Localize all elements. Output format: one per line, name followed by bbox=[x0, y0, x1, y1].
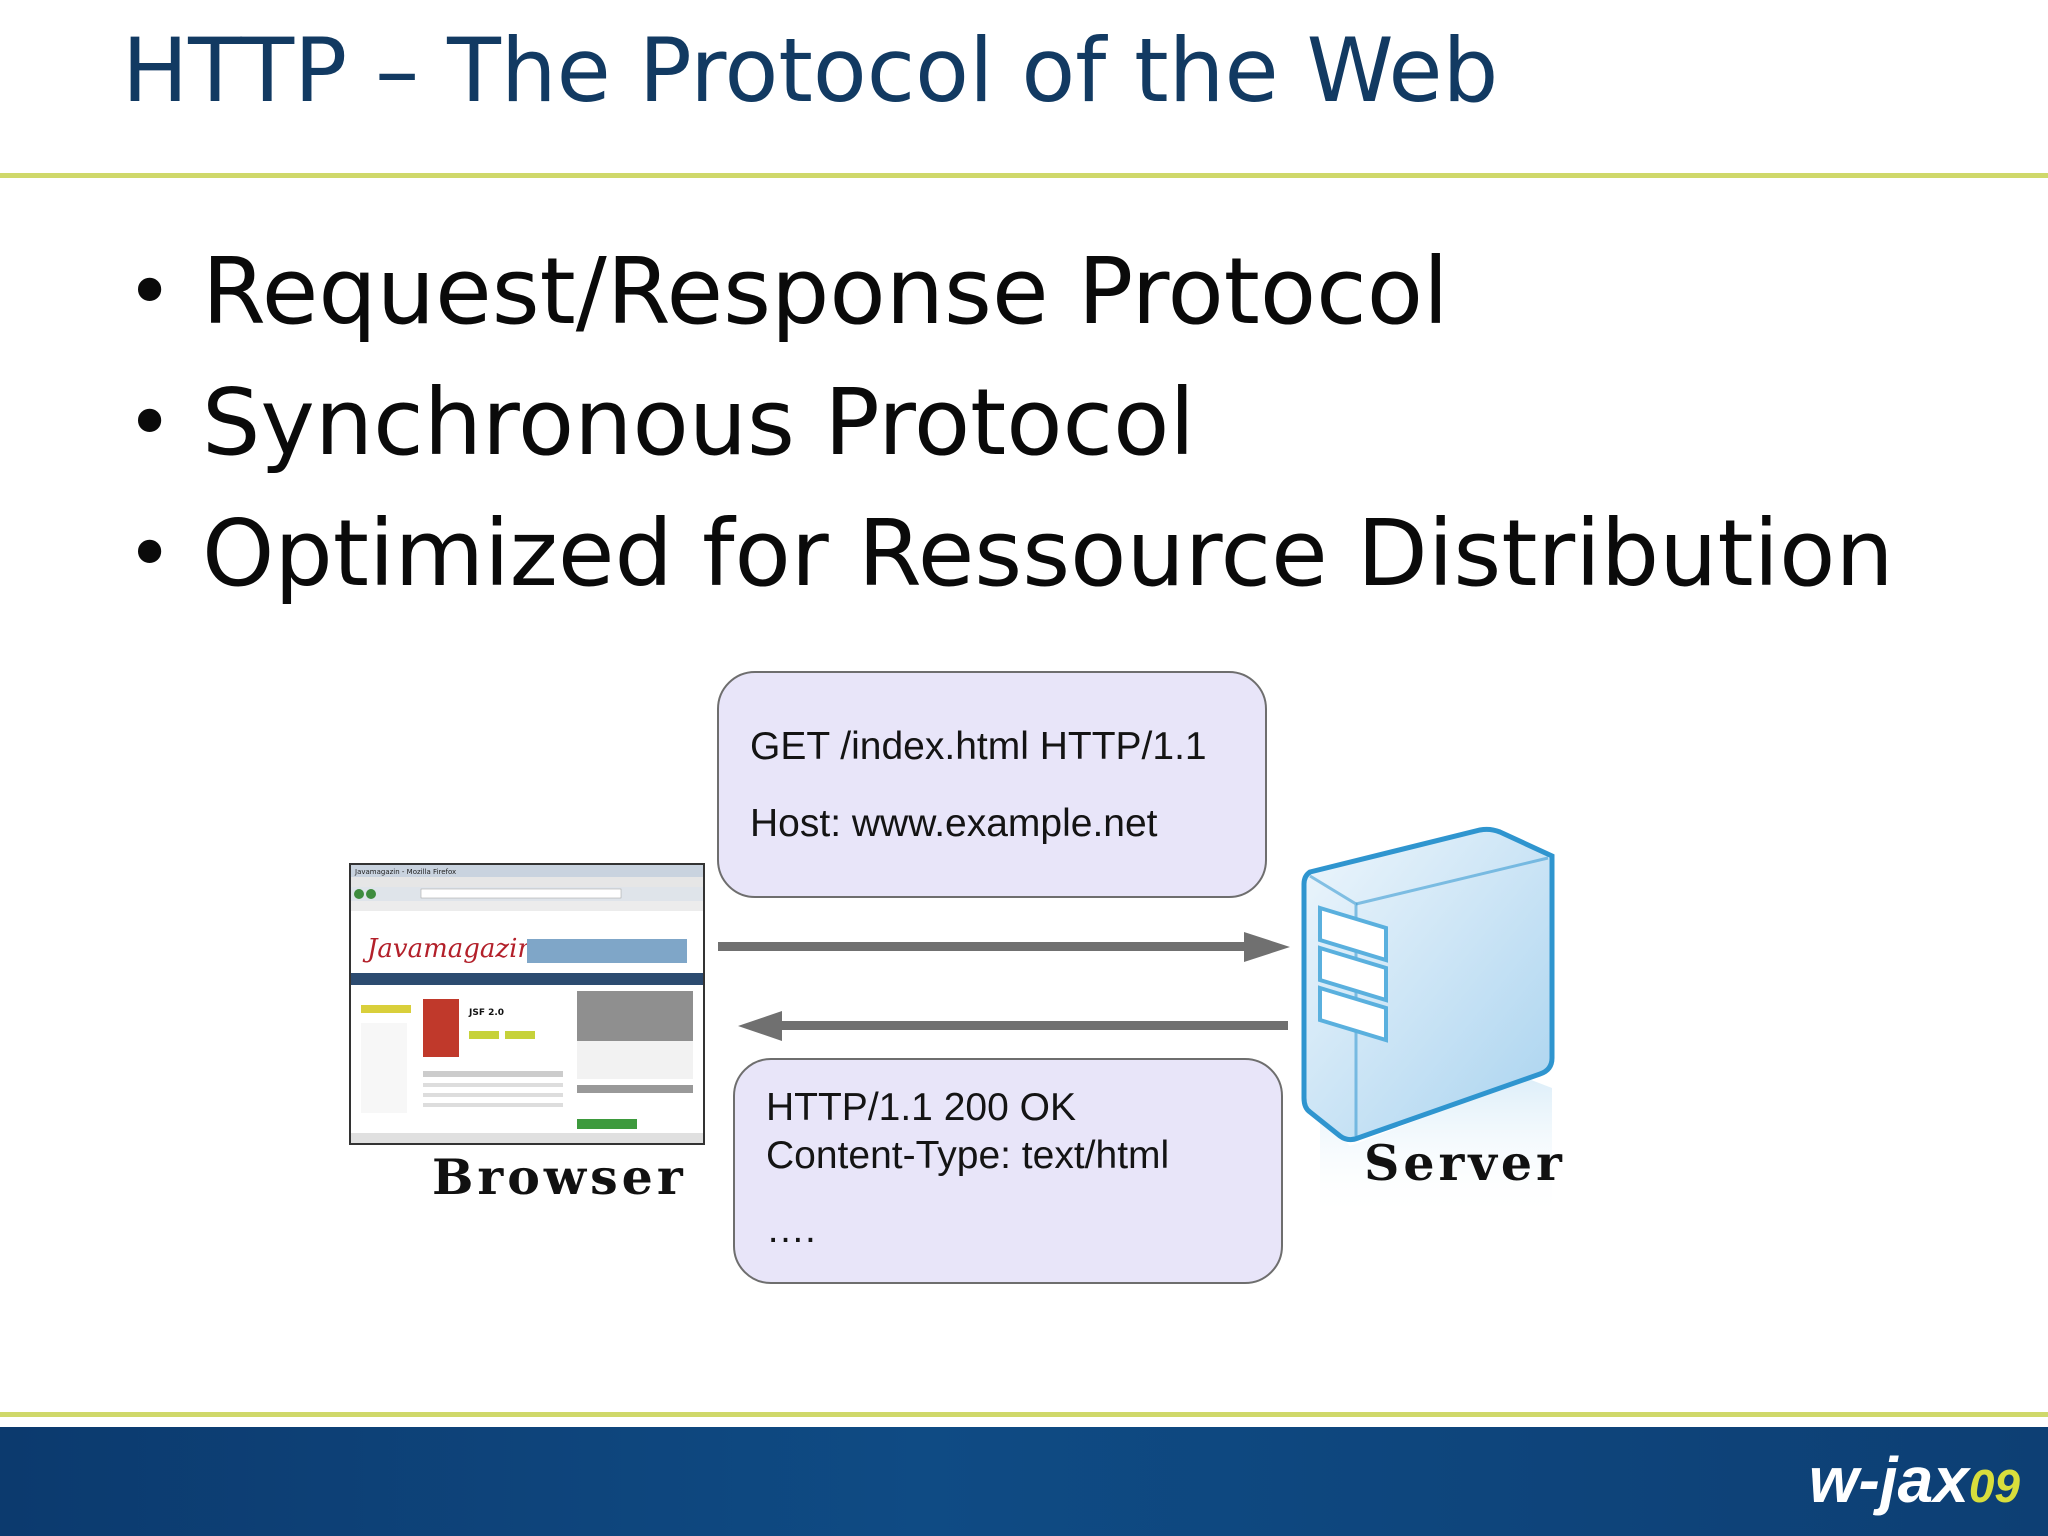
logo-text: w-jax bbox=[1808, 1444, 1969, 1516]
bullet-item: • Request/Response Protocol bbox=[120, 232, 1894, 363]
response-header: Content-Type: text/html bbox=[766, 1134, 1170, 1177]
status-line: HTTP/1.1 200 OK bbox=[766, 1086, 1076, 1129]
arrow-right-icon bbox=[718, 932, 1290, 962]
browser-window-image: Javamagazin - Mozilla Firefox Javamagazi… bbox=[351, 865, 703, 1143]
bullet-dot: • bbox=[126, 376, 174, 469]
bullet-dot: • bbox=[126, 507, 174, 600]
bullet-text: Request/Response Protocol bbox=[202, 238, 1449, 345]
screenshot-headline: JSF 2.0 bbox=[468, 1008, 504, 1018]
bullet-text: Synchronous Protocol bbox=[202, 369, 1195, 476]
logo-year: 09 bbox=[1968, 1460, 2020, 1512]
bullet-dot: • bbox=[126, 245, 174, 338]
browser-label: Browser bbox=[432, 1148, 687, 1206]
request-header: Host: www.example.net bbox=[750, 802, 1158, 845]
response-body: …. bbox=[766, 1208, 816, 1251]
request-line: GET /index.html HTTP/1.1 bbox=[750, 725, 1207, 768]
footer-bar bbox=[0, 1427, 2048, 1536]
slide-title: HTTP – The Protocol of the Web bbox=[122, 19, 1499, 122]
title-divider bbox=[0, 173, 2048, 178]
arrow-left-icon bbox=[738, 1011, 1288, 1041]
bullet-item: • Optimized for Ressource Distribution bbox=[120, 494, 1894, 625]
server-icon bbox=[1301, 826, 1555, 1220]
wjax-logo: w-jax09 bbox=[1809, 1440, 2020, 1520]
bullet-item: • Synchronous Protocol bbox=[120, 363, 1894, 494]
response-bubble: HTTP/1.1 200 OK Content-Type: text/html … bbox=[733, 1058, 1283, 1284]
bullet-text: Optimized for Ressource Distribution bbox=[202, 500, 1894, 607]
footer-divider bbox=[0, 1412, 2048, 1417]
bullet-list: • Request/Response Protocol • Synchronous … bbox=[120, 232, 1894, 625]
request-bubble: GET /index.html HTTP/1.1 Host: www.examp… bbox=[717, 671, 1267, 898]
browser-window-title: Javamagazin - Mozilla Firefox bbox=[354, 868, 456, 876]
server-label: Server bbox=[1364, 1134, 1566, 1192]
screenshot-brand: Javamagazin bbox=[362, 934, 534, 964]
browser-screenshot: Javamagazin - Mozilla Firefox Javamagazi… bbox=[349, 863, 705, 1145]
